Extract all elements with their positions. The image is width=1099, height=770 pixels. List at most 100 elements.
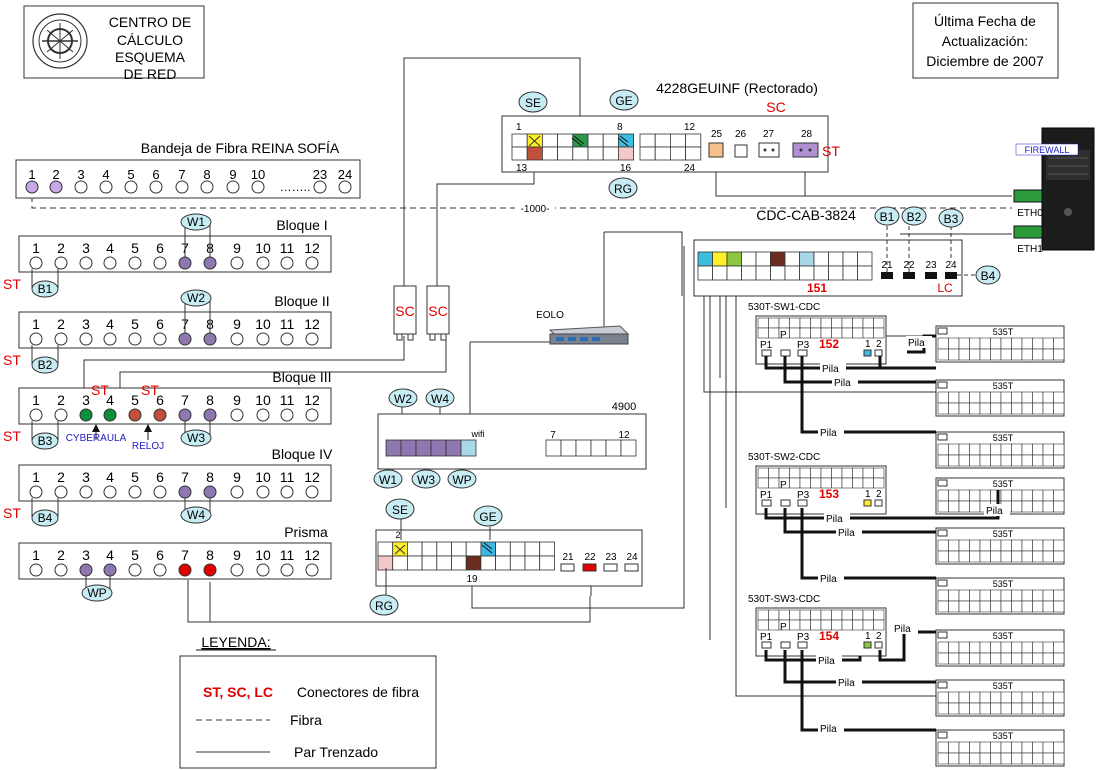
s4900-port	[430, 439, 447, 457]
unit-port	[1053, 652, 1065, 665]
bottom-port	[524, 541, 541, 557]
rectorado-port	[572, 146, 589, 161]
rectorado-port	[542, 146, 559, 161]
bloque-port	[203, 563, 217, 577]
eolo-label: EOLO	[536, 310, 564, 321]
bandeja-port	[25, 180, 39, 194]
bandeja-port-number: 4	[102, 167, 109, 182]
cdc-b1: B1	[880, 210, 895, 224]
switch-port	[873, 477, 885, 489]
s4900-port	[560, 439, 577, 457]
unit-port	[937, 402, 949, 415]
bandeja-port	[226, 180, 240, 194]
bottom-port	[436, 541, 452, 557]
bloque-port	[256, 256, 270, 270]
unit-port	[1000, 752, 1012, 765]
unit-port	[1032, 641, 1044, 654]
bloque-frame	[18, 311, 332, 349]
unit-port	[1053, 550, 1065, 563]
unit-port	[1042, 489, 1054, 502]
bloque-port	[79, 563, 93, 577]
rectorado-p1: 1	[516, 122, 522, 133]
bloque-port	[79, 485, 93, 499]
unit-port	[1000, 402, 1012, 415]
bloque-wtag	[180, 289, 212, 307]
s4900-wp: WP	[452, 473, 471, 487]
bloque-title: Bloque I	[276, 217, 327, 233]
switch-port	[820, 467, 832, 479]
unit-port	[1042, 691, 1054, 704]
bloque-wtag	[180, 506, 212, 524]
bloque-port	[128, 332, 142, 346]
s4900-ports	[385, 439, 637, 457]
switch-port	[852, 477, 864, 489]
rectorado-port	[618, 146, 635, 161]
bloque-port	[153, 408, 167, 422]
switch-port	[799, 317, 811, 329]
unit-port	[990, 741, 1002, 754]
switch-port	[862, 327, 874, 339]
s4900-port	[445, 439, 462, 457]
unit-port	[1000, 454, 1012, 467]
unit-port	[1021, 489, 1033, 502]
unit-port	[1032, 652, 1044, 665]
unit-port	[969, 391, 981, 404]
cdc-port	[755, 251, 771, 267]
pila-label: Pila	[834, 378, 851, 389]
pila-label: Pila	[820, 574, 837, 585]
bloque-port-number: 10	[255, 392, 271, 408]
bandeja-p23: 23	[313, 167, 327, 182]
cdc-ports	[697, 251, 873, 281]
bloque-oval-label: B4	[38, 511, 53, 525]
unit-port	[958, 443, 970, 456]
bloque-oval	[31, 509, 59, 527]
bloque-port-number: 11	[280, 316, 295, 332]
switch-port	[799, 327, 811, 339]
unit-port	[969, 550, 981, 563]
unit-port	[990, 348, 1002, 361]
switch-port	[841, 477, 853, 489]
unit-535t: 535T	[935, 379, 1065, 417]
legend: LEYENDA: ST, SC, LC Conectores de fibra …	[179, 634, 437, 769]
bloque-port-number: 6	[156, 240, 164, 256]
title-line2: CÁLCULO	[117, 32, 183, 48]
bloque-port-number: 1	[32, 240, 40, 256]
unit-port	[969, 489, 981, 502]
unit-port	[1011, 539, 1023, 552]
switch-stack-port	[780, 499, 791, 507]
unit-port	[958, 489, 970, 502]
unit-port	[958, 741, 970, 754]
switch-num: 154	[819, 629, 839, 643]
bloque-port	[305, 485, 319, 499]
switch-port	[862, 609, 874, 621]
bloque-wtag	[180, 213, 212, 231]
unit-port	[1021, 702, 1033, 715]
unit-label: 535T	[993, 631, 1014, 641]
bloque-port-number: 9	[233, 392, 241, 408]
switch-port	[862, 477, 874, 489]
bloque-port-number: 9	[233, 547, 241, 563]
bandeja-port	[251, 180, 265, 194]
bloque-port-number: 4	[106, 547, 114, 563]
switch-port	[873, 317, 885, 329]
unit-port	[1053, 600, 1065, 613]
rectorado-port	[511, 133, 528, 148]
bloque-port-number: 11	[280, 240, 295, 256]
unit-port	[1011, 337, 1023, 350]
unit-stack-port	[937, 681, 948, 689]
bloque-port	[29, 256, 43, 270]
switch-port	[789, 327, 801, 339]
pila-bg	[818, 572, 844, 584]
cdc-port	[784, 265, 800, 281]
bloque-port	[230, 256, 244, 270]
bottom-port	[377, 555, 394, 571]
switch-port	[768, 467, 780, 479]
cdc-port	[712, 265, 728, 281]
switch-n1: 1	[865, 489, 871, 500]
unit-port	[1042, 500, 1054, 513]
update-line3: Diciembre de 2007	[926, 53, 1044, 69]
